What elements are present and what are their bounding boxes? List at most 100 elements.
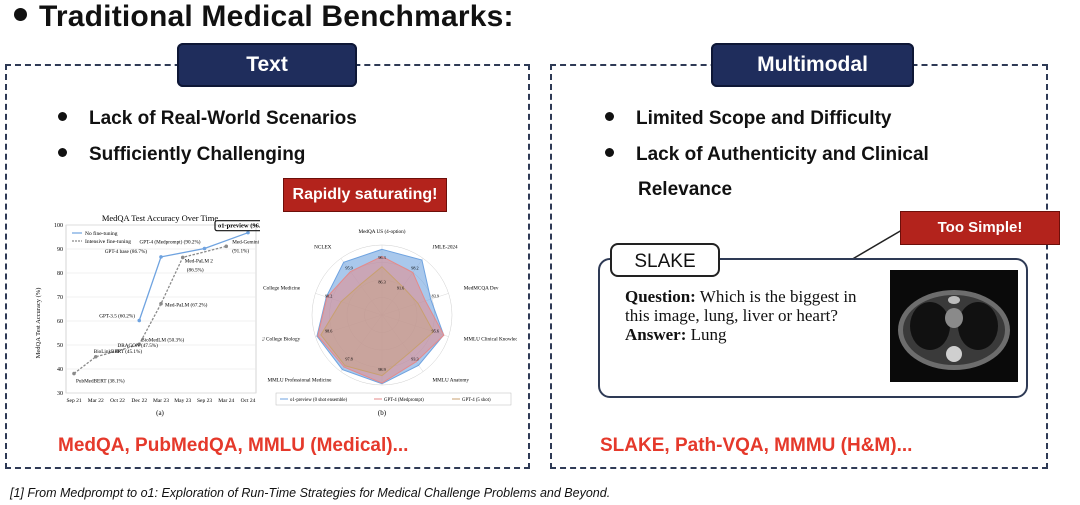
radar-axis-label: NCLEX	[314, 245, 332, 251]
radar-value-label: 96.3	[378, 255, 385, 260]
radar-series-area	[320, 266, 435, 377]
data-point	[224, 244, 229, 249]
bullet-icon	[58, 112, 67, 122]
slake-label: SLAKE	[610, 243, 720, 277]
answer-label: Answer:	[625, 325, 687, 344]
question-line: Question: Which is the biggest in	[625, 287, 857, 307]
annotation-label: GPT-3.5 (60.2%)	[99, 313, 135, 320]
ct-scan-image	[890, 270, 1018, 382]
series-group	[72, 230, 250, 376]
radar-value-label: 98.2	[411, 266, 418, 271]
medqa-line-chart: MedQA Test Accuracy Over Time MedQA Test…	[35, 213, 260, 417]
radar-series	[316, 248, 445, 385]
y-tick-label: 40	[57, 367, 63, 373]
annotation-label: Med-Gemini	[232, 239, 259, 245]
radar-axis-label: MMLU Clinical Knowledge	[464, 336, 517, 342]
data-point	[159, 301, 163, 306]
x-tick-label: Mar 23	[153, 398, 169, 404]
bullet-text: Limited Scope and Difficulty	[636, 108, 892, 129]
radar-axis-label: JMLE-2024	[433, 245, 458, 251]
annotation-label: BioMedLM (50.3%)	[141, 336, 184, 343]
data-point	[159, 255, 163, 259]
radar-value-label: 95.6	[432, 328, 439, 333]
radar-value-label: 83.9	[432, 294, 439, 299]
multimodal-benchmarks: SLAKE, Path-VQA, MMMU (H&M)...	[600, 435, 913, 456]
grid	[66, 224, 256, 394]
answer-text: Lung	[690, 325, 727, 344]
radar-axis-label: MMLU Anatomy	[433, 377, 470, 383]
annotations: PubMedBERT (38.1%)BioLinkBERT (45.1%)DRA…	[76, 220, 260, 385]
data-point	[137, 342, 142, 347]
radar-axis-label: MedMCQA Dev	[464, 286, 499, 292]
footnote: [1] From Medprompt to o1: Exploration of…	[10, 486, 611, 500]
radar-axis-label: MMLU College Medicine	[262, 286, 301, 292]
legend-label: GPT-4 (Medprompt)	[384, 398, 424, 403]
x-tick-label: Oct 22	[110, 398, 125, 404]
page-title-text: Traditional Medical Benchmarks:	[39, 0, 514, 33]
annotation-label: GPT-4 base (86.7%)	[105, 248, 148, 255]
legend-label: o1-preview (0 shot ensemble)	[290, 398, 348, 403]
legend-label: No fine-tuning	[85, 230, 118, 237]
chart-title: MedQA Test Accuracy Over Time	[102, 213, 219, 223]
multimodal-panel-header: Multimodal	[711, 43, 914, 87]
data-point	[246, 230, 250, 235]
y-tick-label: 70	[57, 295, 63, 301]
annotation-label: BioLinkBERT (45.1%)	[94, 348, 143, 355]
question-text: Which is the biggest in	[699, 287, 857, 306]
x-tick-label: Mar 24	[218, 398, 234, 404]
legend-label: GPT-4 (5 shot)	[462, 398, 491, 403]
question-line-2: this image, lung, liver or heart?	[625, 306, 838, 325]
bullet-item: Limited Scope and Difficulty	[605, 108, 891, 130]
annotation-label: (86.5%)	[187, 266, 204, 273]
radar-axis-label: MMLU College Biology	[262, 336, 301, 342]
bullet-icon	[14, 7, 27, 21]
series-line	[138, 232, 249, 321]
bullet-icon	[58, 148, 67, 158]
bullet-text: Lack of Authenticity and Clinical	[636, 144, 929, 165]
bullet-item: Lack of Authenticity and Clinical	[605, 144, 929, 166]
plot-area	[65, 224, 257, 394]
bullet-item: Sufficiently Challenging	[58, 144, 305, 166]
annotation-label: o1-preview (96.8%)	[218, 223, 260, 230]
y-tick-label: 50	[57, 343, 63, 349]
y-tick-label: 60	[57, 319, 63, 325]
data-point	[137, 318, 142, 323]
radar-value-label: 97.8	[345, 356, 352, 361]
x-tick-label: Sep 23	[197, 398, 212, 404]
bullet-item: Lack of Real-World Scenarios	[58, 108, 357, 130]
x-tick-label: Dec 22	[131, 398, 147, 404]
y-tick-label: 30	[57, 391, 63, 397]
x-tick-label: Sep 21	[66, 398, 81, 404]
legend-frame	[275, 392, 512, 406]
bullet-text: Lack of Real-World Scenarios	[89, 108, 357, 129]
annotation-label: GPT-4 (Medprompt) (90.2%)	[139, 239, 200, 246]
o1-highlight-box	[214, 220, 260, 232]
y-tick-label: 80	[57, 271, 63, 277]
answer-line: Answer: Lung	[625, 325, 727, 345]
radar-value-label: 91.6	[397, 286, 404, 291]
text-benchmarks: MedQA, PubMedQA, MMLU (Medical)...	[58, 435, 409, 456]
page-title: Traditional Medical Benchmarks:	[14, 0, 514, 34]
bullet-text: Sufficiently Challenging	[89, 144, 306, 165]
radar-value-label: 93.3	[411, 356, 418, 361]
bullet-continuation: Relevance	[638, 179, 733, 200]
y-tick-label: 90	[57, 247, 63, 253]
panel-label: (b)	[378, 409, 387, 417]
annotation-label: DRAGON (47.5%)	[118, 342, 159, 349]
panel-label: (a)	[156, 409, 164, 417]
radar-value-label: 86.3	[378, 280, 385, 285]
too-simple-callout: Too Simple!	[900, 211, 1060, 245]
data-point	[180, 255, 185, 260]
radar-value-label: 95.9	[345, 266, 352, 271]
question-label: Question:	[625, 287, 696, 306]
data-point	[202, 246, 207, 251]
data-point	[72, 371, 76, 376]
radar-value-label: 98.6	[325, 328, 332, 333]
annotation-label: (91.1%)	[232, 247, 249, 254]
data-point	[93, 354, 98, 359]
y-tick-label: 100	[54, 223, 63, 229]
